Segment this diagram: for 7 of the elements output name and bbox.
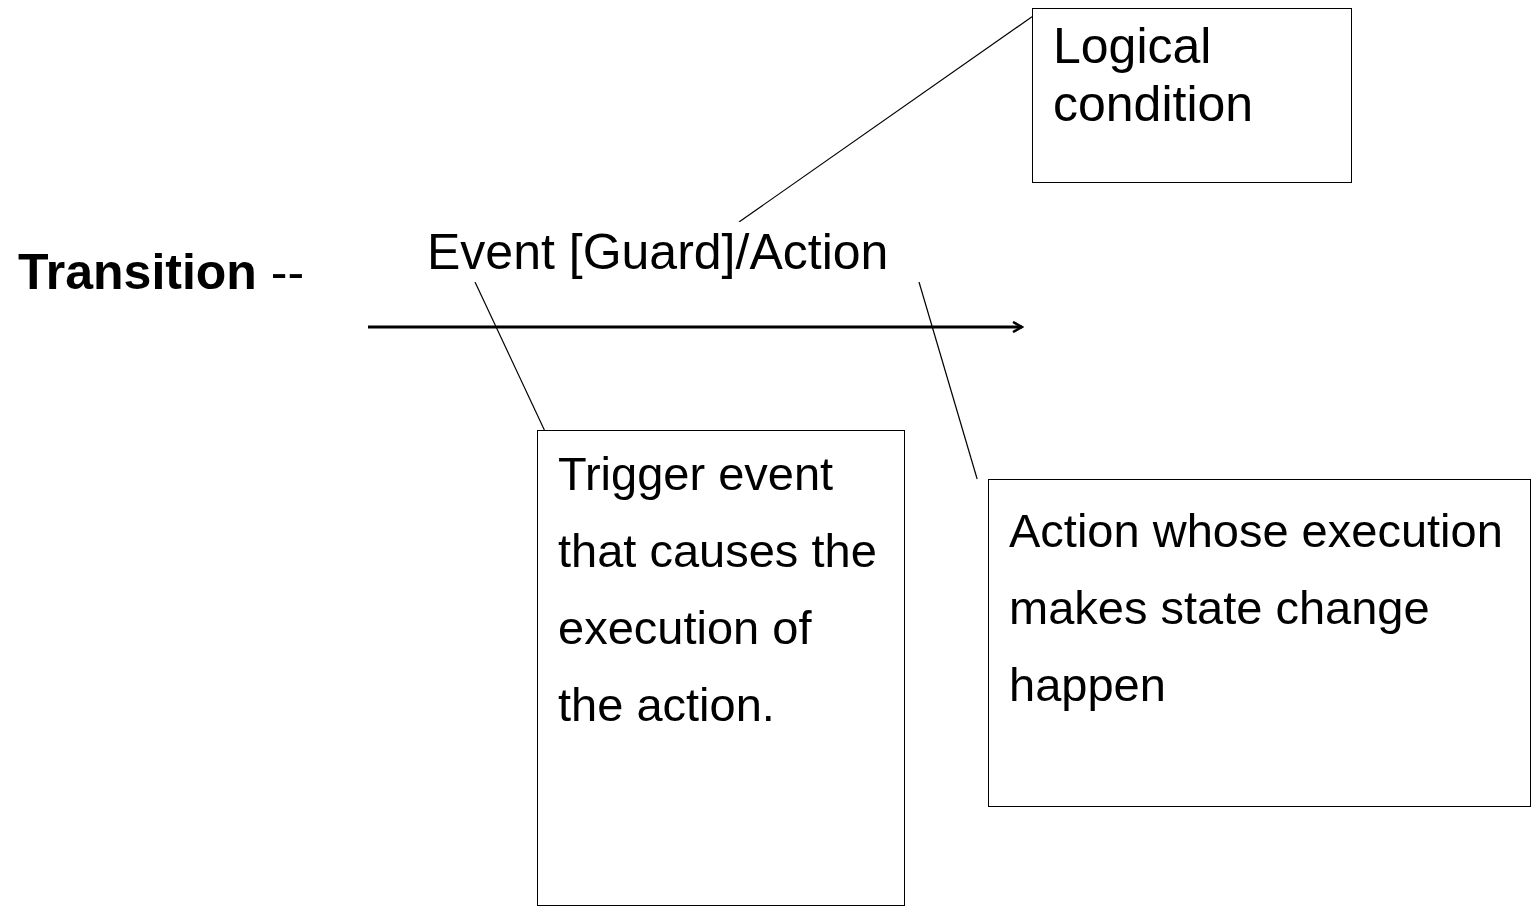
leader-line xyxy=(918,281,978,480)
note-box: Logical condition xyxy=(1032,8,1352,183)
transition-heading: Transition -- xyxy=(18,243,305,302)
note-box: Action whose execution makes state change happen xyxy=(988,479,1531,807)
leader-line xyxy=(474,281,545,431)
note-box: Trigger event that causes the execution of the action. xyxy=(537,430,905,906)
leader-line xyxy=(738,16,1033,223)
